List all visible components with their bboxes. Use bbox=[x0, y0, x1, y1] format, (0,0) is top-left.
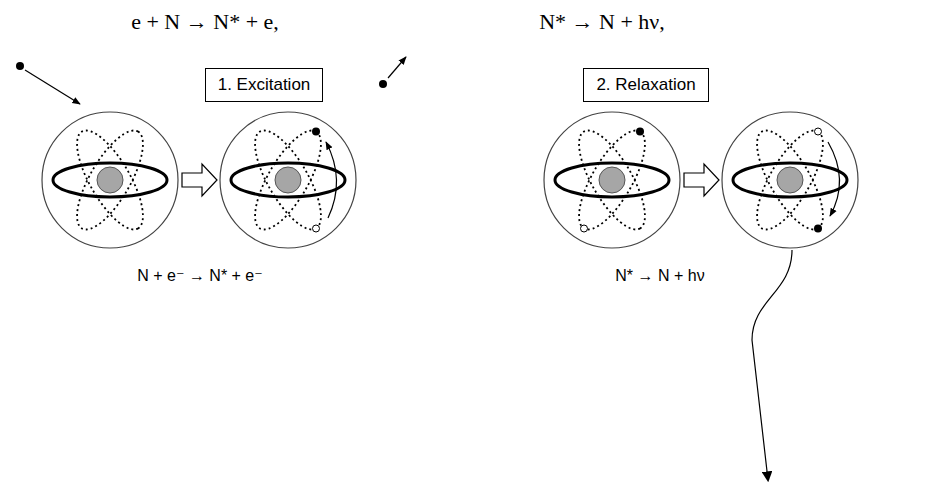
electron-path bbox=[25, 70, 80, 104]
step-box: 2. Relaxation bbox=[583, 68, 708, 102]
atom-symbol bbox=[722, 112, 858, 248]
step-box: 1. Excitation bbox=[205, 68, 324, 102]
equation-label: e + N → N* + e, bbox=[131, 9, 279, 35]
step-label: 2. Relaxation bbox=[596, 75, 695, 95]
block-arrow bbox=[182, 164, 217, 196]
step-label: 1. Excitation bbox=[218, 75, 311, 95]
hole-circle bbox=[581, 225, 588, 232]
photon-arrow bbox=[752, 250, 792, 480]
transition-arrow bbox=[828, 142, 840, 216]
hole-circle bbox=[815, 128, 822, 135]
transition-arrow bbox=[326, 142, 337, 218]
electron-path bbox=[388, 57, 406, 78]
electron-dot bbox=[312, 128, 320, 136]
electron-dot bbox=[379, 80, 387, 88]
equation-label: N + e⁻ → N* + e⁻ bbox=[137, 266, 262, 285]
equation-label: N* → N + hν bbox=[615, 266, 704, 285]
hole-circle bbox=[313, 225, 320, 232]
equation-label: N* → N + hν, bbox=[539, 9, 665, 35]
atom-symbol bbox=[544, 112, 680, 248]
electron-dot bbox=[16, 62, 24, 70]
atom-symbol bbox=[220, 112, 356, 248]
electron-dot bbox=[636, 128, 644, 136]
block-arrow bbox=[684, 164, 719, 196]
electron-dot bbox=[814, 225, 822, 233]
atom-symbol bbox=[42, 112, 178, 248]
